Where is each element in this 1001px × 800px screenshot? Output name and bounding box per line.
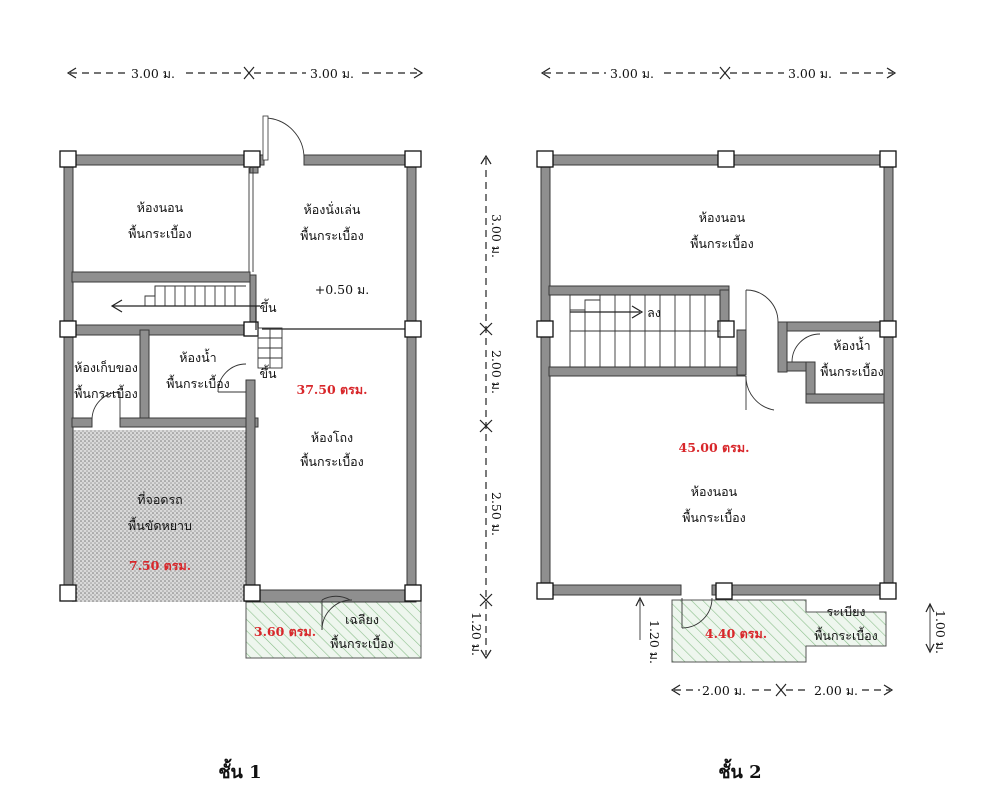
floor1-dim-top-left: 3.00 ม. <box>131 66 175 81</box>
floor2-dim-bottom-right: 2.00 ม. <box>814 683 858 698</box>
floor1-bathroom-door <box>217 363 247 393</box>
floor2-bathroom-name: ห้องน้ำ <box>833 336 870 353</box>
floor2-dim-top-right: 3.00 ม. <box>788 66 832 81</box>
floor1-caption: ชั้น 1 <box>218 758 261 783</box>
vdim-1-2m: 1.20 ม. <box>469 612 484 656</box>
floor2-hall-door <box>745 375 775 411</box>
floor1-parking-name: ที่จอดรถ <box>137 491 182 507</box>
floor1-hall-area: 37.50 ตรม. <box>297 382 368 397</box>
floor1-porch-area <box>245 600 422 659</box>
floor2-dim-top-left: 3.00 ม. <box>610 66 654 81</box>
vdim-2m: 2.00 ม. <box>489 350 504 394</box>
floor1-living-floor: พื้นกระเบื้อง <box>300 226 364 243</box>
floor2-staircase: ลง <box>569 294 721 368</box>
floor2-dim-balcony-right: 1.00 ม. <box>933 610 948 654</box>
floor1-storage-floor: พื้นกระเบื้อง <box>74 384 138 401</box>
floor2-balcony-door <box>681 597 713 629</box>
floor2-dim-bottom-left: 2.00 ม. <box>702 683 746 698</box>
vdim-2-5m: 2.50 ม. <box>489 492 504 536</box>
floor2-plan: 3.00 ม. 3.00 ม. <box>536 66 948 783</box>
floor1-living-level: +0.50 ม. <box>315 282 370 297</box>
floor2-balcony-area-label: 4.40 ตรม. <box>705 626 767 641</box>
floor1-dim-top-right: 3.00 ม. <box>310 66 354 81</box>
floor1-parking-area-label: 7.50 ตรม. <box>129 558 191 573</box>
floor2-bedroom-main-floor: พื้นกระเบื้อง <box>682 508 746 525</box>
floor1-bathroom-floor: พื้นกระเบื้อง <box>166 374 230 391</box>
floor1-bathroom-name: ห้องน้ำ <box>179 348 216 365</box>
floor2-top-dimension: 3.00 ม. 3.00 ม. <box>540 66 897 81</box>
floor2-caption: ชั้น 2 <box>718 758 761 783</box>
floor2-bathroom-floor: พื้นกระเบื้อง <box>820 362 884 379</box>
floor2-bedroom-main-area: 45.00 ตรม. <box>679 440 750 455</box>
floor2-stair-down-label: ลง <box>647 305 661 320</box>
floor2-dim-balcony-left: 1.20 ม. <box>647 620 662 664</box>
floor2-bedroom-top-name: ห้องนอน <box>699 210 746 225</box>
floor1-storage-name: ห้องเก็บของ <box>74 360 138 375</box>
floor1-stair-up-label-1: ขึ้น <box>259 298 277 315</box>
floor1-hall-floor: พื้นกระเบื้อง <box>300 452 364 469</box>
vertical-dimension: 3.00 ม. 2.00 ม. 2.50 ม. 1.20 ม. <box>469 154 504 660</box>
floor2-balcony-floor: พื้นกระเบื้อง <box>814 626 878 643</box>
floor1-porch-door <box>321 595 351 601</box>
floor2-balcony-name: ระเบียง <box>826 604 865 619</box>
floor1-staircase: ขึ้น ขึ้น <box>110 285 283 381</box>
floor2-bedroom-top-floor: พื้นกระเบื้อง <box>690 234 754 251</box>
floor2-balcony-area <box>671 599 887 663</box>
floor1-hall-name: ห้องโถง <box>311 430 353 445</box>
floor1-storage-door <box>91 391 121 421</box>
floor2-bathroom-door <box>791 333 821 363</box>
floor1-living-name: ห้องนั่งเล่น <box>304 201 361 217</box>
floor2-bedroom-main-name: ห้องนอน <box>691 484 738 499</box>
floor1-porch-area-label: 3.60 ตรม. <box>254 624 316 639</box>
floor1-stair-up-label-2: ขึ้น <box>259 364 277 381</box>
floor1-plan: 3.00 ม. 3.00 ม. <box>59 66 424 783</box>
vdim-3m: 3.00 ม. <box>489 214 504 258</box>
floor1-parking-area <box>72 430 246 602</box>
floor1-parking-floor: พื้นขัดหยาบ <box>128 516 192 533</box>
floor2-bedroom-door <box>745 289 779 323</box>
floor1-entry-door <box>262 115 305 161</box>
floor1-top-dimension: 3.00 ม. 3.00 ม. <box>66 66 424 81</box>
floor2-bottom-dimension: 2.00 ม. 2.00 ม. <box>670 683 894 698</box>
floor1-porch-floor: พื้นกระเบื้อง <box>330 634 394 651</box>
floor1-bedroom-name: ห้องนอน <box>137 200 184 215</box>
floor1-bedroom-floor: พื้นกระเบื้อง <box>128 224 192 241</box>
floor1-porch-name: เฉลียง <box>345 612 379 627</box>
